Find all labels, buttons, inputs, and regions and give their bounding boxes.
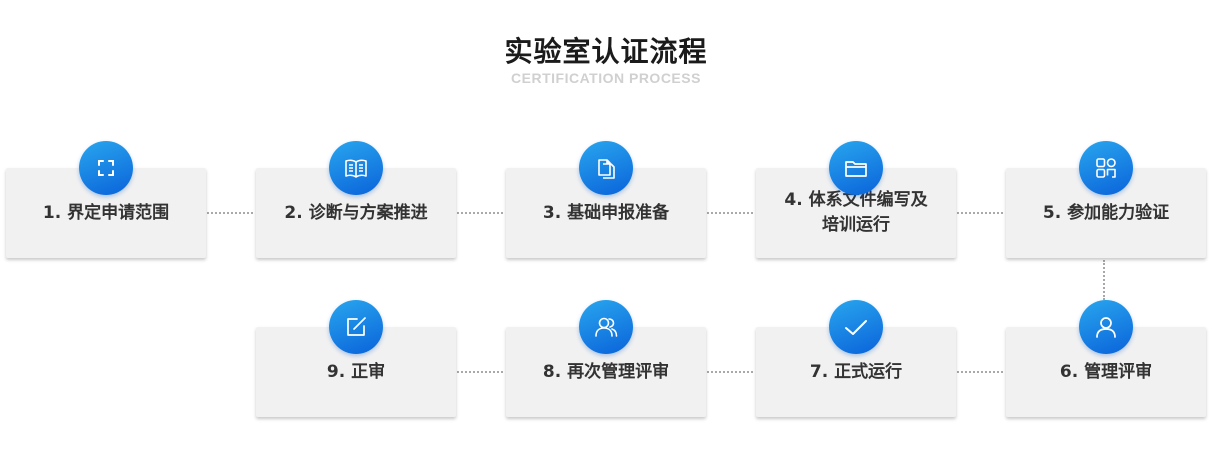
- edit-icon: [329, 300, 383, 354]
- step-label: 4. 体系文件编写及培训运行: [784, 190, 928, 235]
- page-title: 实验室认证流程: [504, 35, 708, 68]
- step-label: 6. 管理评审: [1059, 361, 1153, 382]
- connector-1-2: [207, 212, 253, 214]
- folder-icon: [829, 141, 883, 195]
- user-icon: [1079, 300, 1133, 354]
- connector-6-7: [957, 371, 1003, 373]
- connector-5-6: [1103, 260, 1105, 300]
- step-card-3: 3. 基础申报准备: [506, 168, 706, 258]
- connector-7-8: [707, 371, 753, 373]
- step-label: 8. 再次管理评审: [542, 361, 670, 382]
- connector-8-9: [457, 371, 503, 373]
- step-label: 5. 参加能力验证: [1042, 202, 1170, 223]
- scan-frame-icon: [79, 141, 133, 195]
- connector-4-5: [957, 212, 1003, 214]
- page-subtitle: CERTIFICATION PROCESS: [511, 70, 701, 86]
- book-icon: [329, 141, 383, 195]
- users-icon: [579, 300, 633, 354]
- step-label: 9. 正审: [326, 361, 386, 382]
- step-label: 1. 界定申请范围: [42, 202, 170, 223]
- checkmark-icon: [829, 300, 883, 354]
- documents-icon: [579, 141, 633, 195]
- step-label: 7. 正式运行: [809, 361, 903, 382]
- connector-3-4: [707, 212, 753, 214]
- step-label: 3. 基础申报准备: [542, 202, 670, 223]
- step-label: 2. 诊断与方案推进: [284, 202, 428, 223]
- connector-2-3: [457, 212, 503, 214]
- apps-grid-icon: [1079, 141, 1133, 195]
- step-card-4: 4. 体系文件编写及培训运行: [756, 168, 956, 258]
